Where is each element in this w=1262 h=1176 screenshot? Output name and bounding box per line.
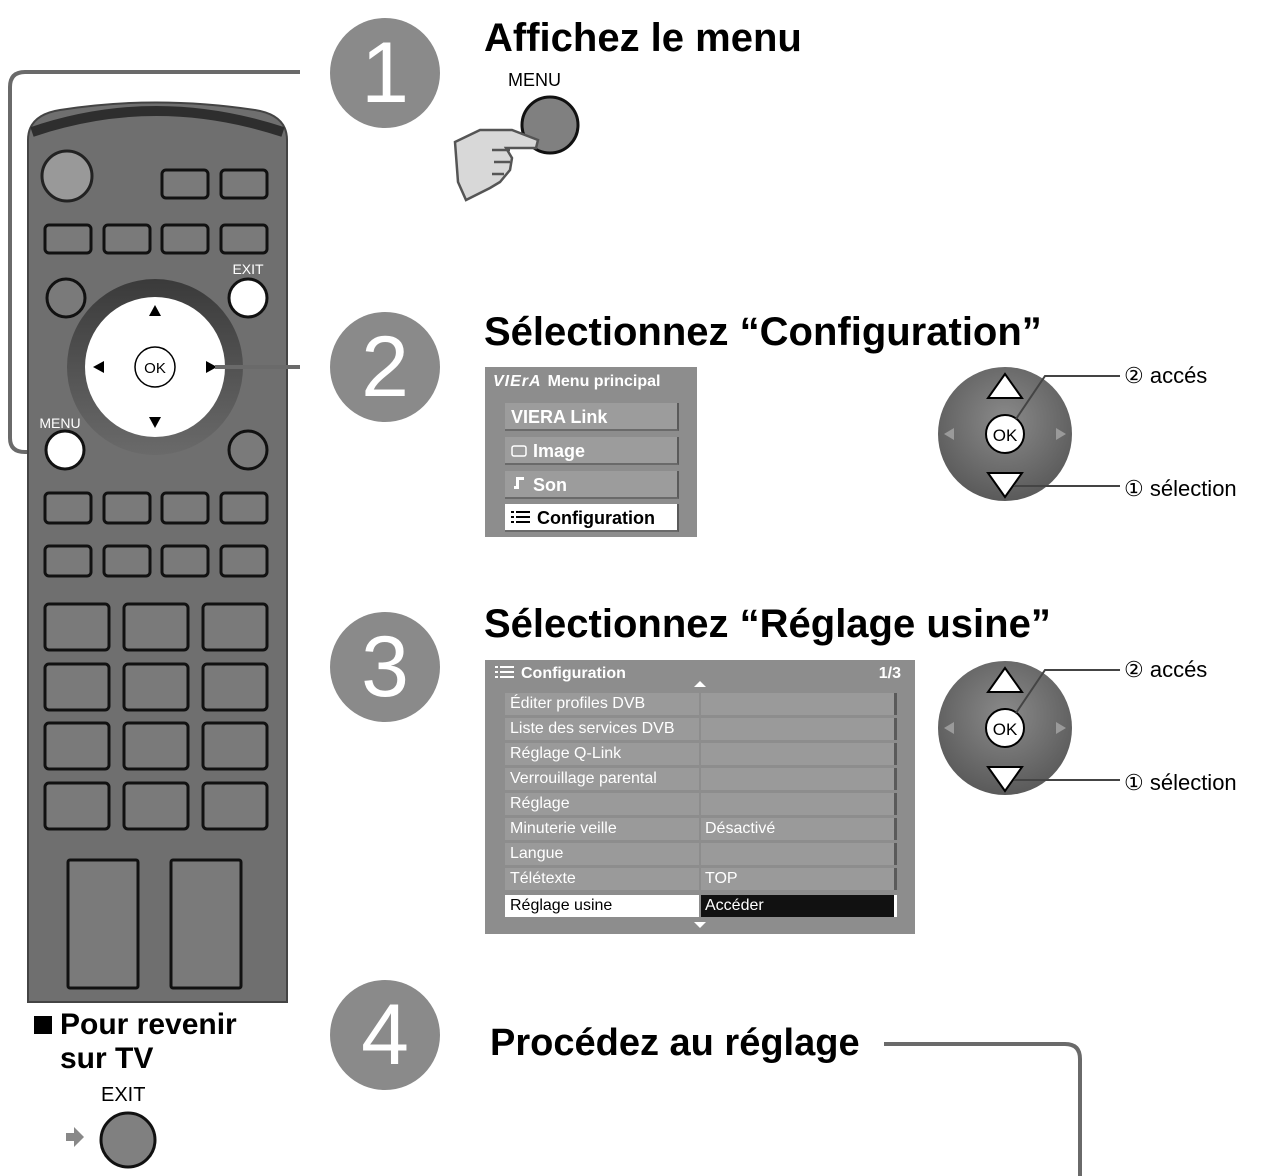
scroll-up-icon bbox=[694, 681, 706, 687]
remote-exit-button bbox=[227, 277, 269, 319]
dpad-diagram-step-2: OK bbox=[938, 367, 1120, 501]
step-1-heading: Affichez le menu bbox=[484, 16, 802, 60]
configuration-page-indicator: 1/3 bbox=[878, 665, 901, 682]
main-menu-item-son[interactable]: Son bbox=[505, 471, 679, 499]
power-button bbox=[40, 149, 94, 203]
remote-menu-button bbox=[44, 429, 86, 471]
config-row-editer-profiles[interactable]: Éditer profiles DVB bbox=[505, 693, 897, 715]
configuration-menu-title: Configuration bbox=[495, 665, 626, 684]
up-arrow-icon bbox=[986, 666, 1024, 693]
select-callout-step-2: ① sélection bbox=[1124, 476, 1237, 501]
return-tv-line2: sur TV bbox=[60, 1042, 154, 1075]
main-menu-item-configuration[interactable]: Configuration bbox=[505, 504, 679, 532]
step-3-heading: Sélectionnez “Réglage usine” bbox=[484, 602, 1051, 646]
step-1-number: 1 bbox=[330, 18, 440, 128]
step-1-menu-press bbox=[453, 95, 580, 202]
config-row-reglage[interactable]: Réglage bbox=[505, 793, 897, 815]
list-icon bbox=[511, 504, 531, 532]
step-2-number: 2 bbox=[330, 312, 440, 422]
main-menu-item-viera-link[interactable]: VIERA Link bbox=[505, 403, 679, 431]
square-bullet-icon bbox=[34, 1016, 52, 1034]
scroll-down-icon bbox=[694, 922, 706, 928]
step-4-number: 4 bbox=[330, 980, 440, 1090]
return-tv-line1: Pour revenir bbox=[60, 1008, 237, 1041]
down-arrow-icon bbox=[986, 766, 1024, 793]
svg-text:OK: OK bbox=[993, 426, 1018, 445]
main-menu-item-image[interactable]: Image bbox=[505, 437, 679, 465]
arrow-right-icon bbox=[66, 1127, 84, 1147]
step-3-number: 3 bbox=[330, 612, 440, 722]
list-icon bbox=[495, 665, 515, 684]
up-arrow-icon bbox=[986, 372, 1024, 399]
step-1-menu-label: MENU bbox=[508, 70, 561, 90]
exit-button bbox=[99, 1111, 157, 1169]
config-row-verrouillage[interactable]: Verrouillage parental bbox=[505, 768, 897, 790]
screen-icon bbox=[511, 437, 527, 465]
config-row-reglage-qlink[interactable]: Réglage Q-Link bbox=[505, 743, 897, 765]
ok-button bbox=[985, 708, 1025, 748]
remote-exit-label: EXIT bbox=[232, 261, 264, 277]
menu-connector-line bbox=[8, 70, 300, 454]
select-callout-step-3: ① sélection bbox=[1124, 770, 1237, 795]
config-row-langue[interactable]: Langue bbox=[505, 843, 897, 865]
svg-text:MENU: MENU bbox=[39, 415, 80, 431]
music-note-icon bbox=[511, 471, 527, 499]
viera-logo: VIErA bbox=[493, 373, 542, 390]
access-callout-step-2: ② accés bbox=[1124, 363, 1208, 388]
ok-button bbox=[985, 414, 1025, 454]
config-row-liste-services[interactable]: Liste des services DVB bbox=[505, 718, 897, 740]
svg-text:OK: OK bbox=[144, 360, 166, 377]
svg-text:OK: OK bbox=[993, 720, 1018, 739]
remote-ok-button bbox=[134, 346, 176, 388]
down-arrow-icon bbox=[986, 472, 1024, 499]
access-callout-step-3: ② accés bbox=[1124, 657, 1208, 682]
configuration-menu-panel: Configuration 1/3 Éditer profiles DVB Li… bbox=[485, 660, 915, 934]
remote-control: EXIT OK MENU bbox=[8, 70, 300, 1003]
return-tv-exit bbox=[66, 1111, 157, 1169]
step-4-heading: Procédez au réglage bbox=[490, 1022, 860, 1064]
dpad-diagram-step-3: OK bbox=[938, 661, 1120, 795]
pointing-hand-icon bbox=[453, 128, 540, 202]
return-tv-exit-label: EXIT bbox=[101, 1084, 146, 1106]
step-4-connector-line bbox=[884, 1042, 1082, 1176]
step-2-heading: Sélectionnez “Configuration” bbox=[484, 310, 1042, 354]
